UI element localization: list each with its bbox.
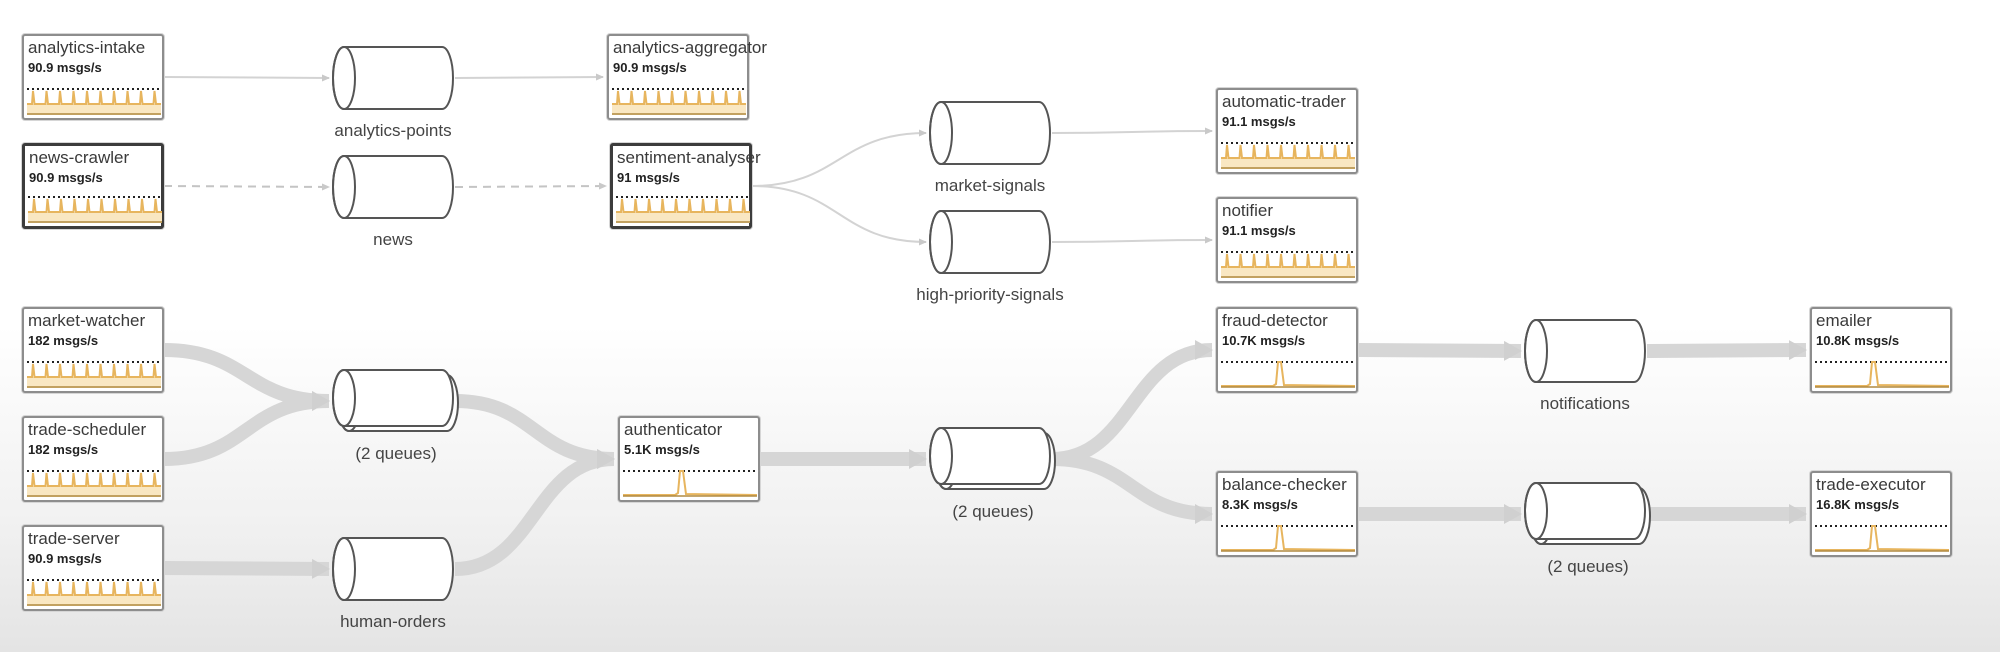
throughput-sparkline <box>612 88 746 115</box>
service-node-trade-scheduler[interactable]: trade-scheduler 182 msgs/s <box>22 416 164 502</box>
service-node-notifier[interactable]: notifier 91.1 msgs/s <box>1216 197 1358 283</box>
message-rate: 91 msgs/s <box>617 170 680 185</box>
queue-label-analytics-points: analytics-points <box>334 121 452 140</box>
edge-fraud-detector-to-notifications <box>1357 340 1522 361</box>
service-node-analytics-aggregator[interactable]: analytics-aggregator 90.9 msgs/s <box>607 34 767 120</box>
throughput-sparkline <box>1221 361 1355 388</box>
message-rate: 90.9 msgs/s <box>28 60 102 75</box>
service-node-automatic-trader[interactable]: automatic-trader 91.1 msgs/s <box>1216 88 1358 174</box>
throughput-sparkline <box>27 361 161 388</box>
edge-news-crawler-to-news <box>163 183 330 191</box>
edge-market-watcher-to-market-queues <box>163 343 330 411</box>
service-name: fraud-detector <box>1222 311 1328 330</box>
edge-high-priority-signals-to-notifier <box>1051 236 1213 244</box>
message-rate: 10.7K msgs/s <box>1222 333 1306 348</box>
queue-notifications[interactable] <box>1524 319 1646 383</box>
service-node-authenticator[interactable]: authenticator 5.1K msgs/s <box>618 416 760 502</box>
queue-label-auth-queues: (2 queues) <box>952 502 1034 521</box>
throughput-sparkline <box>27 579 161 606</box>
message-rate: 8.3K msgs/s <box>1222 497 1298 512</box>
message-rate: 182 msgs/s <box>28 442 99 457</box>
edge-market-signals-to-automatic-trader <box>1051 127 1213 135</box>
service-node-fraud-detector[interactable]: fraud-detector 10.7K msgs/s <box>1216 307 1358 393</box>
service-name: authenticator <box>624 420 723 439</box>
message-rate: 91.1 msgs/s <box>1222 223 1296 238</box>
service-node-sentiment-analyser[interactable]: sentiment-analyser 91 msgs/s <box>610 143 761 229</box>
throughput-sparkline <box>1221 525 1355 552</box>
message-rate: 90.9 msgs/s <box>28 551 102 566</box>
queue-label-notifications: notifications <box>1540 394 1630 413</box>
throughput-sparkline <box>623 470 757 497</box>
message-rate: 10.8K msgs/s <box>1816 333 1900 348</box>
message-rate: 5.1K msgs/s <box>624 442 700 457</box>
edge-auth-queues-to-fraud-detector <box>1051 340 1213 466</box>
queue-news[interactable] <box>332 155 454 219</box>
throughput-sparkline <box>27 470 161 497</box>
queue-high-priority-signals[interactable] <box>929 210 1051 274</box>
throughput-sparkline <box>1221 142 1355 169</box>
queue-market-queues[interactable] <box>332 369 459 432</box>
service-node-analytics-intake[interactable]: analytics-intake 90.9 msgs/s <box>22 34 164 120</box>
throughput-sparkline <box>28 196 162 223</box>
queue-label-news: news <box>373 230 413 249</box>
service-name: trade-executor <box>1816 475 1926 494</box>
queue-analytics-points[interactable] <box>332 46 454 110</box>
service-name: trade-server <box>28 529 120 548</box>
queue-label-human-orders: human-orders <box>340 612 446 631</box>
throughput-sparkline <box>1815 525 1949 552</box>
service-name: analytics-aggregator <box>613 38 768 57</box>
edge-analytics-intake-to-analytics-points <box>163 74 330 82</box>
throughput-sparkline <box>27 88 161 115</box>
message-rate: 90.9 msgs/s <box>613 60 687 75</box>
edge-auth-queues-to-balance-checker <box>1051 452 1213 524</box>
edge-news-to-sentiment-analyser <box>454 182 607 190</box>
service-name: notifier <box>1222 201 1274 220</box>
edge-trade-scheduler-to-market-queues <box>163 391 330 466</box>
edge-trade-server-to-human-orders <box>163 558 330 579</box>
service-name: trade-scheduler <box>28 420 147 439</box>
edge-market-queues-to-authenticator <box>454 394 615 469</box>
edge-analytics-points-to-analytics-aggregator <box>454 73 604 81</box>
service-name: analytics-intake <box>28 38 146 57</box>
queue-label-high-priority-signals: high-priority-signals <box>916 285 1064 304</box>
queue-executor-queues[interactable] <box>1524 482 1651 545</box>
edge-sentiment-analyser-to-market-signals <box>751 129 927 187</box>
throughput-sparkline <box>1221 251 1355 278</box>
service-node-balance-checker[interactable]: balance-checker 8.3K msgs/s <box>1216 471 1358 557</box>
service-name: news-crawler <box>29 148 130 167</box>
service-name: market-watcher <box>28 311 146 330</box>
service-name: sentiment-analyser <box>617 148 761 167</box>
service-node-news-crawler[interactable]: news-crawler 90.9 msgs/s <box>22 143 164 229</box>
message-rate: 182 msgs/s <box>28 333 99 348</box>
service-name: balance-checker <box>1222 475 1347 494</box>
service-name: automatic-trader <box>1222 92 1346 111</box>
queue-label-market-signals: market-signals <box>934 176 1046 195</box>
queue-auth-queues[interactable] <box>929 427 1056 490</box>
queue-market-signals[interactable] <box>929 101 1051 165</box>
service-node-market-watcher[interactable]: market-watcher 182 msgs/s <box>22 307 164 393</box>
message-rate: 16.8K msgs/s <box>1816 497 1900 512</box>
edge-human-orders-to-authenticator <box>454 449 615 576</box>
throughput-sparkline <box>1815 361 1949 388</box>
queue-human-orders[interactable] <box>332 537 454 601</box>
service-node-trade-server[interactable]: trade-server 90.9 msgs/s <box>22 525 164 611</box>
service-name: emailer <box>1816 311 1872 330</box>
edge-notifications-to-emailer <box>1646 340 1807 361</box>
service-node-emailer[interactable]: emailer 10.8K msgs/s <box>1810 307 1952 393</box>
message-rate: 91.1 msgs/s <box>1222 114 1296 129</box>
edge-sentiment-analyser-to-high-priority-signals <box>751 185 927 246</box>
throughput-sparkline <box>616 196 750 223</box>
service-node-trade-executor[interactable]: trade-executor 16.8K msgs/s <box>1810 471 1952 557</box>
queue-label-executor-queues: (2 queues) <box>1547 557 1629 576</box>
message-rate: 90.9 msgs/s <box>29 170 103 185</box>
queue-label-market-queues: (2 queues) <box>355 444 437 463</box>
